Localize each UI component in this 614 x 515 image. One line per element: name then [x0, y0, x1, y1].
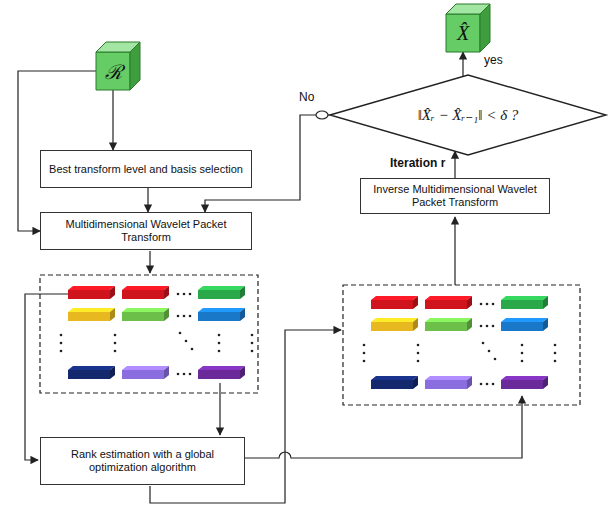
node-text: ‖X̂ᵣ − X̂ᵣ₋₁‖ < δ ? [418, 106, 519, 124]
flow-arrow [112, 90, 113, 150]
ellipsis-dot [183, 373, 186, 376]
node-text: X̂ [457, 22, 469, 45]
ellipsis-dot [554, 352, 557, 355]
ellipsis-dot [482, 342, 485, 345]
ellipsis-dot [480, 325, 483, 328]
input-tensor-cube: ℛ [96, 42, 140, 90]
ellipsis-dot [521, 352, 524, 355]
ellipsis-dot [177, 315, 180, 318]
node-text: Best transform level and basis selection [49, 163, 243, 176]
coefficient-bar [371, 376, 418, 389]
ellipsis-dot [179, 332, 182, 335]
coefficient-bar [501, 318, 548, 331]
ellipsis-dot [363, 352, 366, 355]
ellipsis-dot [185, 340, 188, 343]
flow-arrow [462, 52, 463, 76]
ellipsis-dot [480, 303, 483, 306]
ellipsis-dot [363, 360, 366, 363]
coefficient-bar [198, 308, 245, 321]
edge-label: yes [482, 53, 505, 67]
decision-diamond: ‖X̂ᵣ − X̂ᵣ₋₁‖ < δ ? [330, 75, 606, 155]
ellipsis-dot [183, 293, 186, 296]
ellipsis-dot [492, 325, 495, 328]
process-box: Inverse Multidimensional Wavelet Packet … [360, 178, 550, 214]
coefficient-bar [122, 286, 169, 299]
node-text: Inverse Multidimensional Wavelet Packet … [367, 183, 543, 209]
node-text: Rank estimation with a global optimizati… [47, 448, 238, 474]
ellipsis-dot [494, 358, 497, 361]
node-text: Multidimensional Wavelet Packet Transfor… [47, 218, 245, 244]
ellipsis-dot [183, 315, 186, 318]
ellipsis-dot [492, 383, 495, 386]
flow-line [149, 251, 150, 273]
ellipsis-dot [492, 303, 495, 306]
coefficient-bar [501, 376, 548, 389]
coefficient-group [343, 285, 580, 405]
ellipsis-dot [363, 344, 366, 347]
ellipsis-dot [554, 360, 557, 363]
coefficient-bar [68, 308, 115, 321]
coefficient-bar [68, 286, 115, 299]
ellipsis-dot [189, 373, 192, 376]
ellipsis-dot [60, 334, 63, 337]
ellipsis-dot [189, 293, 192, 296]
coefficient-bar [198, 286, 245, 299]
coefficient-bar [501, 296, 548, 309]
process-box: Best transform level and basis selection [40, 150, 252, 188]
ellipsis-dot [218, 342, 221, 345]
coefficient-bar [122, 366, 169, 379]
ellipsis-dot [486, 383, 489, 386]
ellipsis-dot [114, 334, 117, 337]
coefficient-bar [198, 366, 245, 379]
edge-label: Iteration r [388, 156, 447, 170]
flow-arrow [147, 188, 148, 212]
ellipsis-dot [177, 373, 180, 376]
process-box: Rank estimation with a global optimizati… [40, 437, 245, 485]
flow-line [245, 396, 522, 458]
ellipsis-dot [521, 360, 524, 363]
ellipsis-dot [218, 334, 221, 337]
ellipsis-dot [521, 344, 524, 347]
ellipsis-dot [60, 342, 63, 345]
ellipsis-dot [60, 350, 63, 353]
ellipsis-dot [480, 383, 483, 386]
ellipsis-dot [488, 350, 491, 353]
coefficient-bar [122, 308, 169, 321]
coefficient-bar [371, 318, 418, 331]
coefficient-bar [425, 376, 472, 389]
coefficient-bar [425, 296, 472, 309]
process-box: Multidimensional Wavelet Packet Transfor… [40, 212, 252, 250]
ellipsis-dot [114, 342, 117, 345]
ellipsis-dot [486, 325, 489, 328]
ellipsis-dot [251, 350, 254, 353]
ellipsis-dot [486, 303, 489, 306]
ellipsis-dot [251, 342, 254, 345]
ellipsis-dot [189, 315, 192, 318]
ellipsis-dot [417, 352, 420, 355]
node-text: ℛ [105, 58, 122, 85]
ellipsis-dot [191, 348, 194, 351]
coefficient-bar [371, 296, 418, 309]
ellipsis-dot [417, 344, 420, 347]
junction-ellipse [316, 111, 328, 119]
output-tensor-cube: X̂ [446, 4, 490, 52]
ellipsis-dot [218, 350, 221, 353]
edge-label: No [297, 90, 316, 104]
ellipsis-dot [417, 360, 420, 363]
coefficient-bar [68, 366, 115, 379]
ellipsis-dot [114, 350, 117, 353]
coefficient-group [40, 275, 258, 393]
flow-arrow [454, 151, 455, 178]
coefficient-bar [425, 318, 472, 331]
flow-line [454, 217, 455, 285]
ellipsis-dot [177, 293, 180, 296]
flow-line [25, 294, 68, 460]
flow-line [219, 383, 220, 435]
ellipsis-dot [251, 334, 254, 337]
ellipsis-dot [554, 344, 557, 347]
